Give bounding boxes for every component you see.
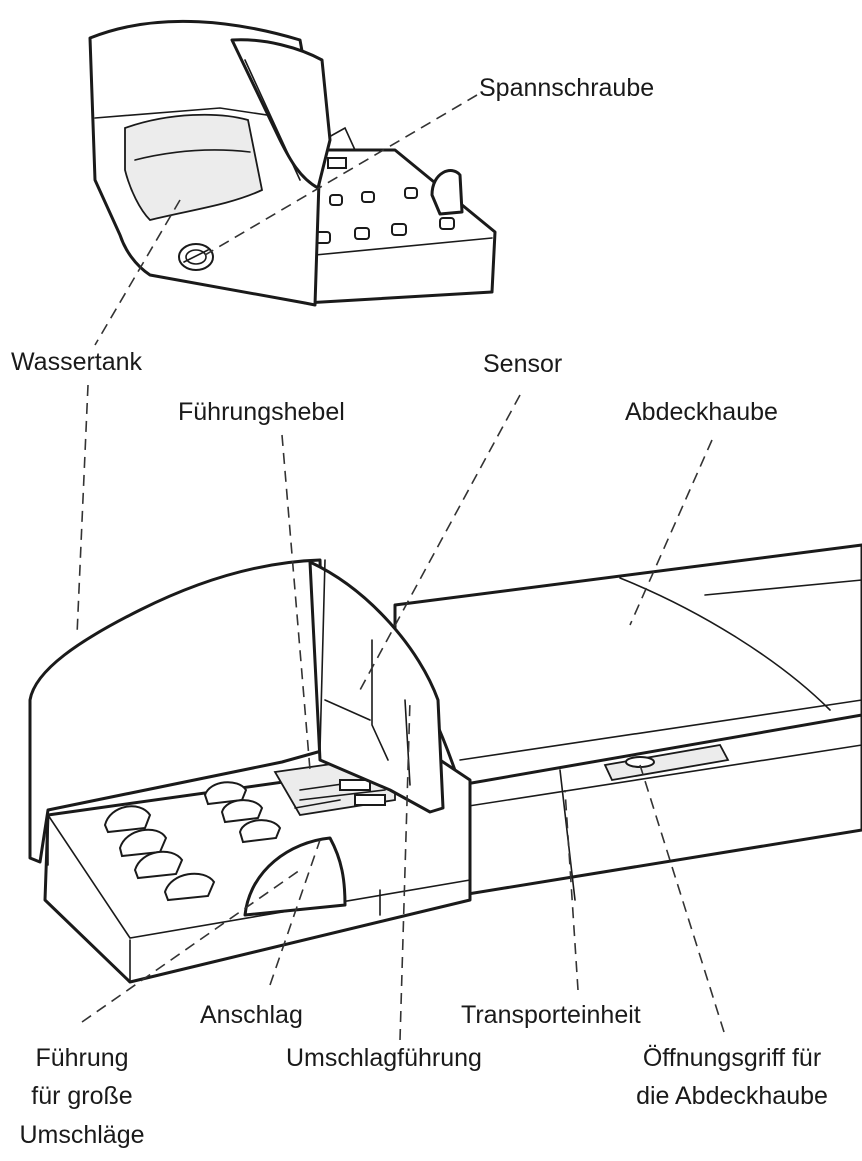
label-sensor: Sensor: [483, 350, 562, 378]
label-abdeckhaube: Abdeckhaube: [625, 398, 778, 426]
leader-fuehrungshebel: [281, 434, 311, 771]
guide-lever: [308, 560, 445, 814]
leader-wassertank-main: [76, 384, 89, 636]
label-oeffnungsgriff-line-2: die Abdeckhaube: [636, 1082, 828, 1110]
leader-abdeckhaube: [629, 439, 713, 626]
leader-oeffnungsgriff: [639, 764, 725, 1033]
label-oeffnungsgriff-line-1: Öffnungsgriff für: [643, 1044, 821, 1072]
leader-wassertank-detail: [94, 199, 181, 346]
detail-view-moistener: [88, 19, 497, 307]
leader-umschlagfuehrung: [399, 699, 411, 1041]
label-spannschraube: Spannschraube: [479, 74, 654, 102]
label-fuehrungshebel: Führungshebel: [178, 398, 345, 426]
label-wassertank: Wassertank: [11, 348, 143, 376]
label-umschlagfuehrung: Umschlagführung: [286, 1044, 482, 1072]
label-fuehrung-line-3: Umschläge: [19, 1121, 144, 1149]
left-side-wall: [28, 558, 327, 864]
detail-guide-lever: [430, 169, 464, 216]
main-view-franking-machine: [28, 543, 862, 984]
tray-slots: [103, 781, 282, 902]
label-anschlag: Anschlag: [200, 1001, 303, 1029]
leader-anschlag: [269, 839, 321, 986]
labels: Spannschraube Wassertank Sensor Führungs…: [11, 74, 828, 1149]
leader-lines: [76, 94, 725, 1041]
leader-spannschraube: [204, 94, 478, 256]
label-fuehrung-line-1: Führung: [35, 1044, 128, 1072]
envelope-stop: [243, 836, 347, 917]
label-fuehrung-line-2: für große: [31, 1082, 132, 1110]
label-transporteinheit: Transporteinheit: [461, 1001, 641, 1029]
leader-fuehrung: [81, 869, 301, 1023]
detail-platform-slots: [315, 187, 455, 244]
detail-tension-screw: [178, 243, 214, 271]
detail-water-tank: [124, 113, 264, 221]
leader-transporteinheit: [564, 789, 579, 991]
leader-sensor: [359, 394, 521, 691]
top-cover-curve: [619, 577, 831, 711]
cover-opening-handle: [603, 744, 730, 782]
